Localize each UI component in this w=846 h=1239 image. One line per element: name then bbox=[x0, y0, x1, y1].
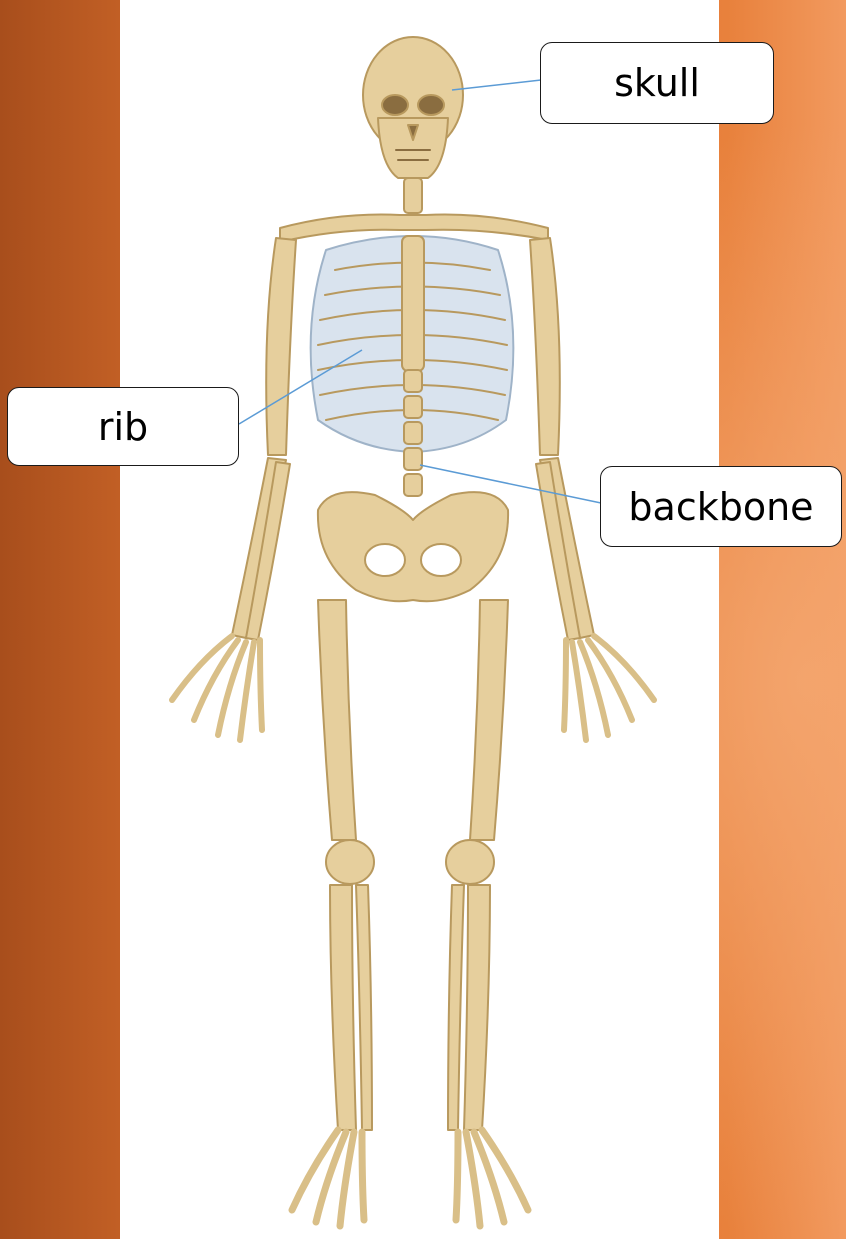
rib-label-text: rib bbox=[98, 405, 148, 449]
ribcage-bones bbox=[311, 236, 514, 452]
skull-label-text: skull bbox=[614, 61, 700, 105]
skull-bone bbox=[363, 37, 463, 178]
rib-label: rib bbox=[7, 387, 239, 466]
backbone-bones bbox=[404, 370, 422, 496]
backbone-label-text: backbone bbox=[628, 485, 813, 529]
backbone-label: backbone bbox=[600, 466, 842, 547]
skull-label: skull bbox=[540, 42, 774, 124]
